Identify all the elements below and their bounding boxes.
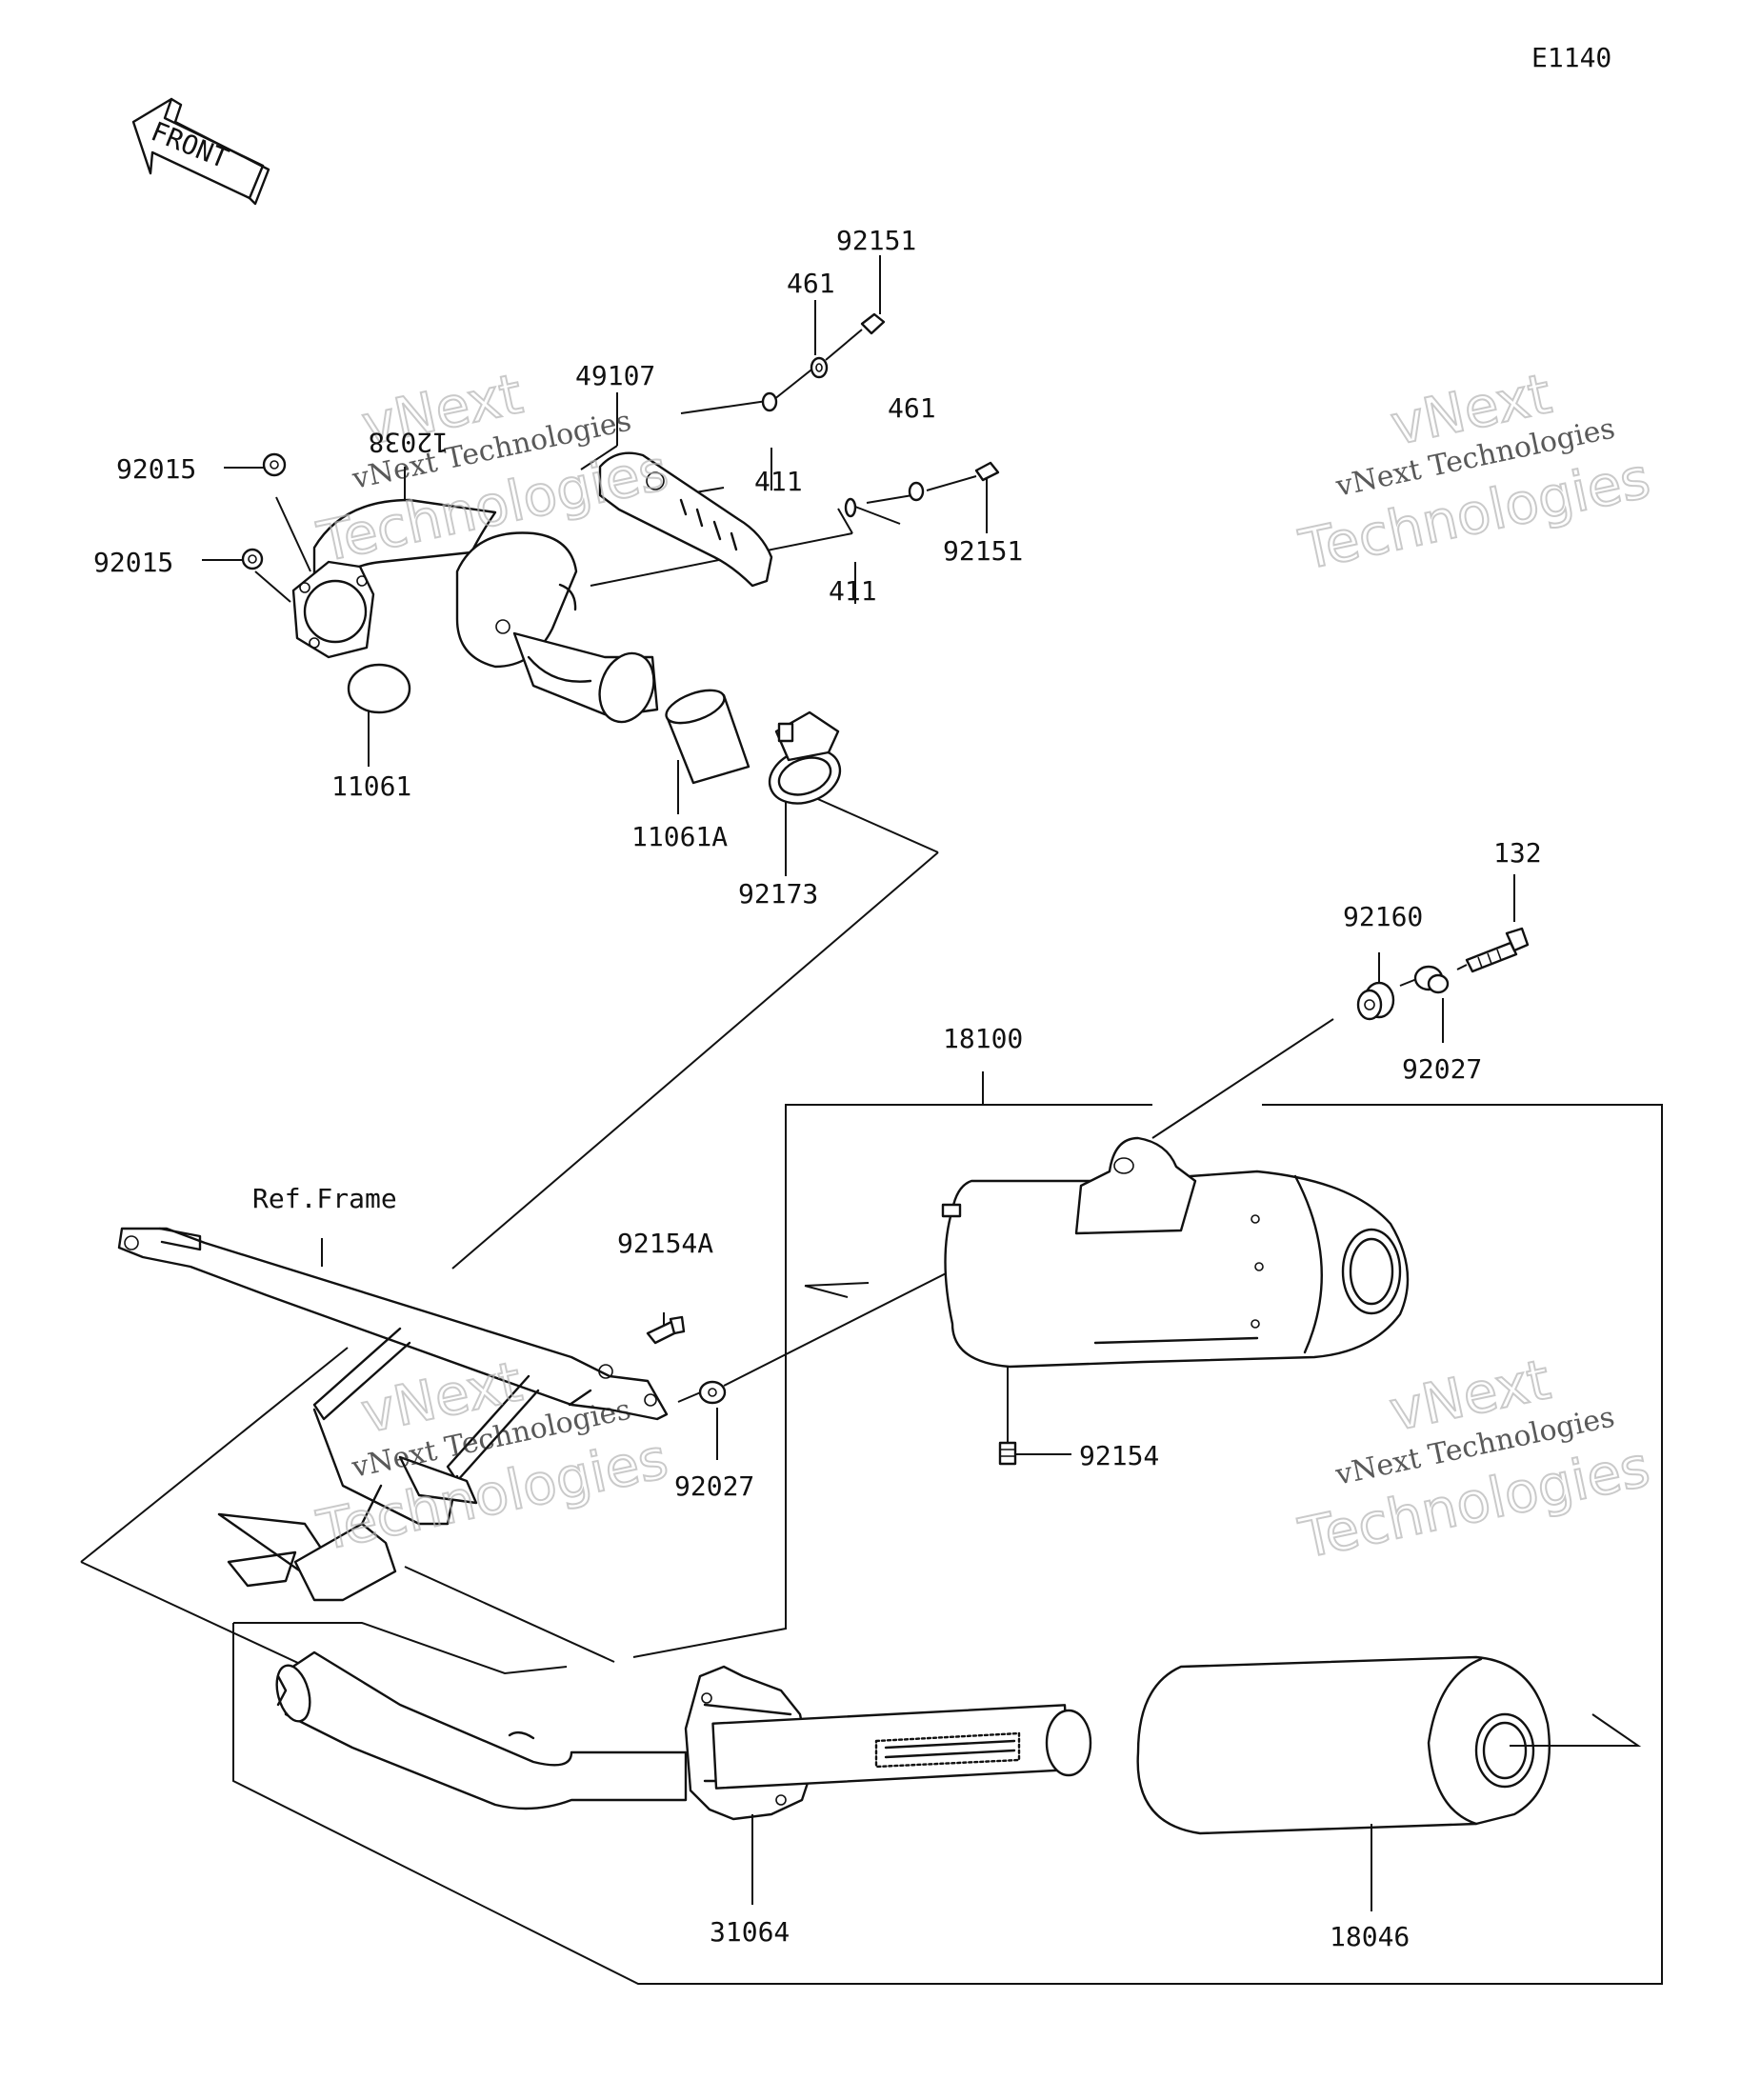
label-92015-top: 92015 bbox=[116, 453, 196, 485]
label-18100: 18100 bbox=[943, 1023, 1023, 1054]
bolt-92151-top bbox=[860, 312, 886, 335]
label-92015-bottom: 92015 bbox=[93, 547, 173, 578]
diagram-code: E1140 bbox=[1531, 42, 1611, 73]
label-92173: 92173 bbox=[738, 878, 818, 910]
label-411-top: 411 bbox=[754, 466, 803, 497]
label-92151-top: 92151 bbox=[836, 225, 916, 256]
label-11061: 11061 bbox=[331, 770, 411, 802]
label-11061A: 11061A bbox=[631, 821, 728, 852]
nut-92015-bottom bbox=[241, 548, 264, 570]
watermark-mid-left: vNext vNext Technologies Technologies bbox=[310, 1348, 674, 1564]
leader-lines-upper bbox=[202, 255, 988, 1270]
clamp-92173 bbox=[768, 710, 842, 805]
washer-461-top bbox=[810, 356, 829, 379]
silencer-shell-18046 bbox=[1136, 1655, 1642, 1835]
leader-lines-silencer bbox=[1007, 874, 1515, 1455]
label-12038: 12038 bbox=[369, 427, 449, 458]
washer-411-bottom bbox=[844, 497, 857, 518]
bolt-92151-bottom bbox=[974, 461, 1000, 482]
silencer-body bbox=[941, 1136, 1410, 1369]
joint-sleeve-11061A bbox=[665, 689, 750, 785]
label-92154: 92154 bbox=[1079, 1440, 1159, 1471]
label-49107: 49107 bbox=[575, 360, 655, 391]
header-pipe-12038 bbox=[291, 498, 659, 724]
silencer-assembly-box bbox=[232, 1071, 1663, 1985]
label-92151-bottom: 92151 bbox=[943, 535, 1023, 567]
rear-frame-ref bbox=[117, 1227, 669, 1602]
exhaust-pipe-31064 bbox=[275, 1650, 1092, 1821]
gasket-11061 bbox=[347, 663, 411, 714]
label-411-bottom: 411 bbox=[829, 575, 877, 607]
label-92160: 92160 bbox=[1343, 901, 1423, 932]
nut-92015-top bbox=[262, 452, 287, 477]
watermark-mid-right: vNext vNext Technologies Technologies bbox=[1292, 1346, 1656, 1571]
bolt-132 bbox=[1465, 927, 1530, 973]
grommet-92160 bbox=[1356, 981, 1395, 1021]
label-92027-frame: 92027 bbox=[674, 1470, 754, 1502]
label-132: 132 bbox=[1493, 837, 1542, 869]
heat-guard-49107 bbox=[598, 451, 773, 588]
washer-92027-frame bbox=[698, 1380, 727, 1405]
washer-411-top bbox=[761, 391, 778, 412]
bolt-92154A bbox=[646, 1315, 686, 1345]
label-31064: 31064 bbox=[710, 1916, 790, 1948]
label-92154A: 92154A bbox=[617, 1228, 713, 1259]
label-92027-right: 92027 bbox=[1402, 1053, 1482, 1085]
label-18046: 18046 bbox=[1330, 1921, 1410, 1952]
washer-461-bottom bbox=[908, 481, 925, 502]
label-ref-frame: Ref.Frame bbox=[252, 1183, 397, 1214]
bolt-92154 bbox=[998, 1441, 1017, 1466]
watermark-top-right: vNext vNext Technologies Technologies bbox=[1293, 360, 1657, 584]
label-461-top: 461 bbox=[787, 268, 835, 299]
collar-92027 bbox=[1413, 965, 1450, 994]
front-arrow-icon: FRONT bbox=[131, 97, 270, 206]
label-461-right: 461 bbox=[888, 392, 936, 424]
